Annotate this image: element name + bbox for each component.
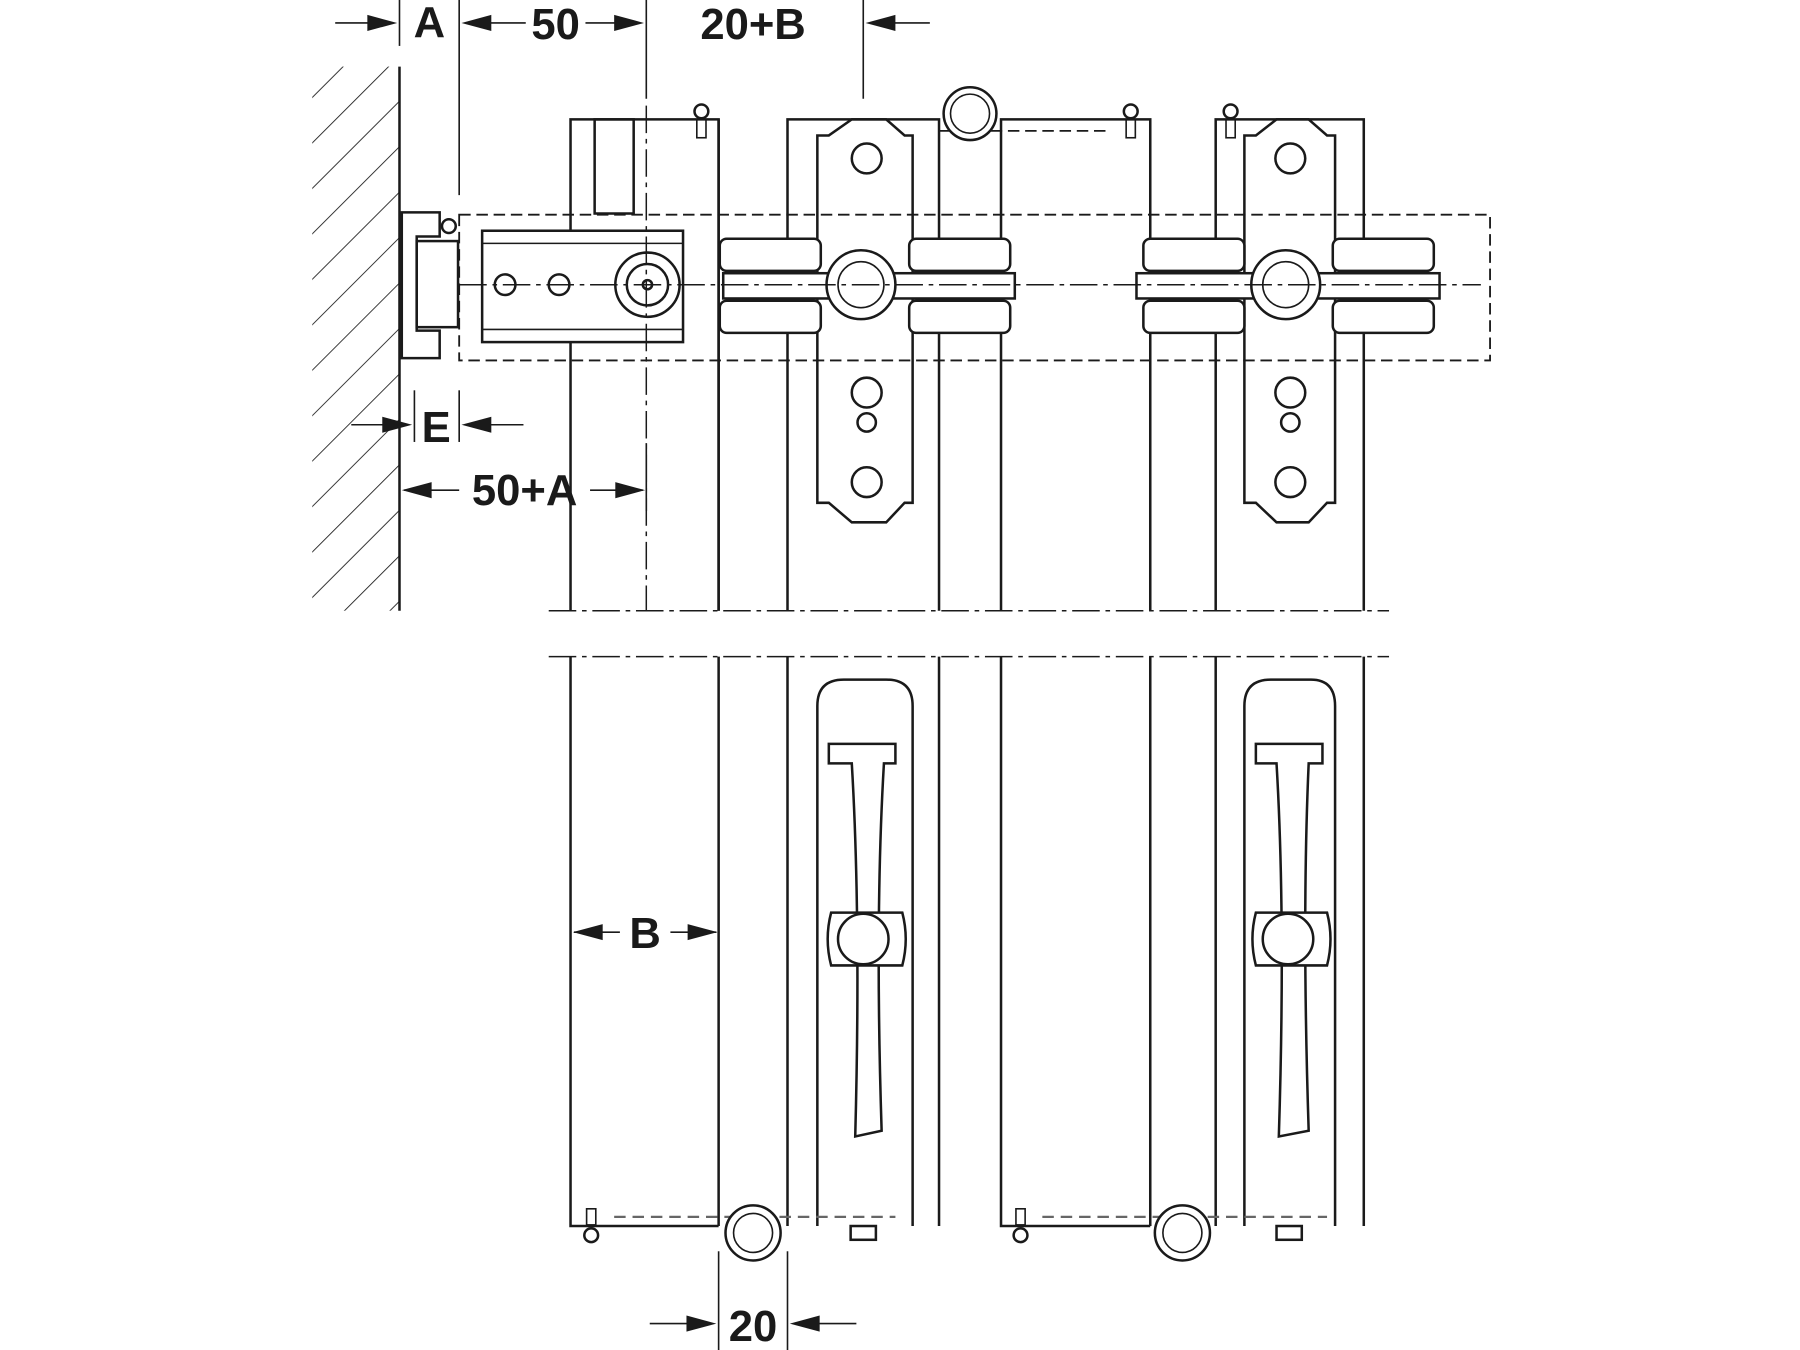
handle-2 — [1243, 678, 1337, 1227]
door-guide-1 — [816, 118, 914, 524]
handle-1 — [816, 678, 914, 1227]
dim-label-a: A — [414, 0, 446, 47]
dim-label-50: 50 — [531, 1, 580, 49]
door-guide-2 — [1243, 118, 1337, 524]
wall — [312, 66, 401, 611]
floor-guide-1 — [583, 1204, 896, 1262]
door-panel-1 — [569, 118, 720, 1228]
dimension-lines — [335, 0, 930, 1350]
top-roller — [942, 85, 998, 142]
dim-label-50-plus-a: 50+A — [472, 467, 577, 515]
floor-guide-2 — [1012, 1204, 1328, 1262]
dim-label-20-plus-b: 20+B — [700, 1, 805, 49]
dim-label-b: B — [629, 910, 661, 958]
roller-carriage-1 — [718, 237, 1017, 335]
end-stop — [400, 211, 685, 360]
dim-label-e: E — [422, 404, 451, 452]
roller-carriage-2 — [1135, 237, 1441, 335]
dim-label-20: 20 — [729, 1303, 778, 1350]
screw-icon — [693, 103, 1239, 139]
door-panel-frame — [786, 118, 1366, 1228]
